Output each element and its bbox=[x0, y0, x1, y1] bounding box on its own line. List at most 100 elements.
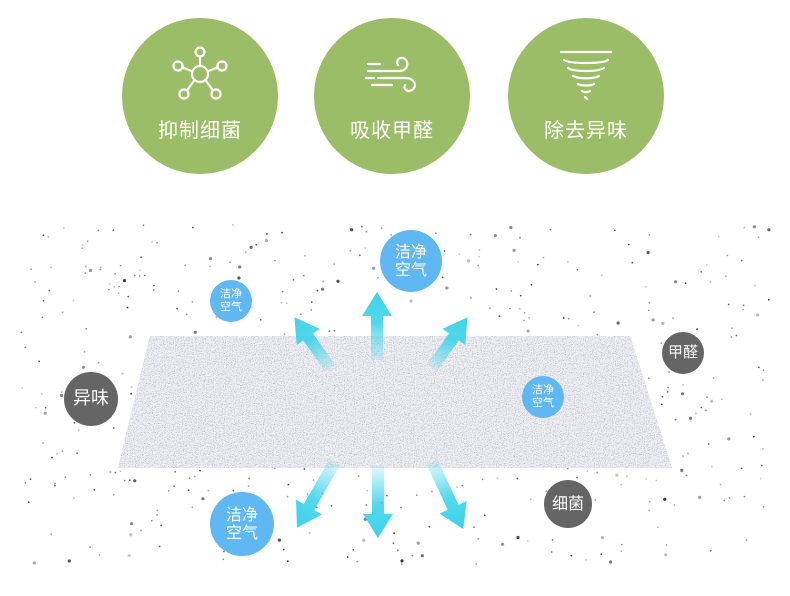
dust-particle bbox=[24, 346, 27, 349]
dust-particle bbox=[366, 489, 369, 492]
dust-particle bbox=[526, 329, 530, 333]
dust-particle bbox=[152, 289, 155, 291]
dust-particle bbox=[158, 545, 161, 548]
bacteria-bubble: 细菌 bbox=[544, 480, 592, 528]
dust-particle bbox=[238, 265, 242, 269]
clean-air-arrows-up bbox=[294, 292, 468, 372]
dust-particle bbox=[645, 478, 648, 480]
dust-particle bbox=[648, 301, 651, 304]
dust-particle bbox=[489, 307, 491, 310]
dust-particle bbox=[129, 533, 133, 537]
dust-particle bbox=[705, 409, 707, 412]
dust-particle bbox=[140, 529, 142, 532]
dust-particle bbox=[685, 474, 688, 477]
dust-particle bbox=[651, 318, 655, 322]
dust-particle bbox=[27, 501, 30, 504]
dust-particle bbox=[393, 532, 395, 535]
dust-particle bbox=[445, 286, 449, 290]
dust-particle bbox=[150, 519, 153, 522]
dust-particle bbox=[207, 489, 210, 492]
clean-air-bubble: 洁净空气 bbox=[210, 492, 274, 556]
dust-particle bbox=[34, 281, 36, 283]
dust-particle bbox=[310, 301, 313, 304]
dust-particle bbox=[237, 276, 241, 280]
dust-particle bbox=[585, 559, 587, 561]
dust-particle bbox=[83, 351, 86, 353]
dust-particle bbox=[350, 228, 354, 232]
dust-particle bbox=[112, 229, 115, 232]
dust-particle bbox=[160, 524, 163, 527]
dust-particle bbox=[759, 477, 762, 480]
dust-particle bbox=[60, 391, 63, 394]
dust-particle bbox=[108, 283, 111, 285]
dust-particle bbox=[322, 280, 324, 283]
dust-particle bbox=[680, 468, 684, 472]
dust-particle bbox=[576, 476, 578, 479]
dust-particle bbox=[316, 289, 319, 292]
dust-particle bbox=[409, 299, 413, 303]
dust-particle bbox=[647, 377, 650, 380]
formaldehyde-bubble: 甲醛 bbox=[662, 332, 704, 374]
dust-particle bbox=[361, 225, 363, 228]
dust-particle bbox=[41, 316, 44, 319]
dust-particle bbox=[61, 450, 64, 453]
dust-particle bbox=[44, 406, 47, 409]
dust-particle bbox=[674, 280, 678, 284]
dust-particle bbox=[143, 274, 146, 277]
dust-particle bbox=[411, 554, 414, 557]
dust-particle bbox=[501, 542, 505, 546]
dust-particle bbox=[655, 479, 658, 482]
dust-particle bbox=[156, 509, 159, 512]
dust-particle bbox=[727, 437, 731, 441]
dust-particle bbox=[473, 526, 475, 529]
dust-particle bbox=[627, 243, 630, 246]
dust-particle bbox=[119, 264, 122, 267]
dust-particle bbox=[328, 330, 331, 333]
dust-particle bbox=[114, 471, 117, 474]
dust-particle bbox=[648, 500, 651, 503]
dust-particle bbox=[495, 288, 498, 290]
dust-particle bbox=[754, 284, 756, 287]
dust-particle bbox=[542, 256, 545, 259]
dust-particle bbox=[625, 475, 628, 478]
filter-mesh bbox=[118, 336, 672, 468]
dust-particle bbox=[156, 514, 159, 516]
dust-particle bbox=[728, 497, 731, 499]
dust-particle bbox=[93, 489, 96, 491]
dust-particle bbox=[281, 290, 284, 293]
dust-particle bbox=[24, 482, 27, 484]
dust-particle bbox=[483, 514, 486, 517]
dust-particle bbox=[42, 442, 44, 444]
dust-particle bbox=[600, 553, 603, 555]
dust-particle bbox=[51, 456, 53, 459]
dust-particle bbox=[392, 542, 395, 544]
clean-air-bubble: 洁净空气 bbox=[380, 230, 442, 292]
dust-particle bbox=[743, 226, 746, 229]
dust-particle bbox=[277, 538, 281, 542]
dust-particle bbox=[706, 396, 708, 398]
dust-particle bbox=[752, 435, 755, 438]
dust-particle bbox=[42, 300, 45, 302]
dust-particle bbox=[333, 329, 336, 332]
dust-particle bbox=[493, 234, 497, 238]
dust-particle bbox=[516, 535, 520, 540]
dust-particle bbox=[303, 468, 306, 470]
dust-particle bbox=[248, 477, 251, 480]
dust-particle bbox=[232, 224, 234, 226]
dust-particle bbox=[174, 470, 177, 473]
clean-air-arrows-down bbox=[296, 459, 467, 538]
dust-particle bbox=[121, 372, 124, 375]
dust-particle bbox=[286, 495, 289, 498]
dust-particle bbox=[50, 266, 52, 269]
dust-particle bbox=[89, 546, 91, 548]
dust-particle bbox=[687, 452, 689, 455]
dust-particle bbox=[469, 233, 472, 236]
dust-particle bbox=[153, 284, 155, 287]
dust-particle bbox=[620, 483, 623, 486]
dust-particle bbox=[302, 274, 305, 277]
feature-label: 吸收甲醛 bbox=[350, 118, 434, 142]
dust-particle bbox=[719, 483, 722, 486]
dust-particle bbox=[356, 560, 359, 563]
dust-particle bbox=[99, 266, 102, 269]
dust-particle bbox=[767, 298, 770, 301]
